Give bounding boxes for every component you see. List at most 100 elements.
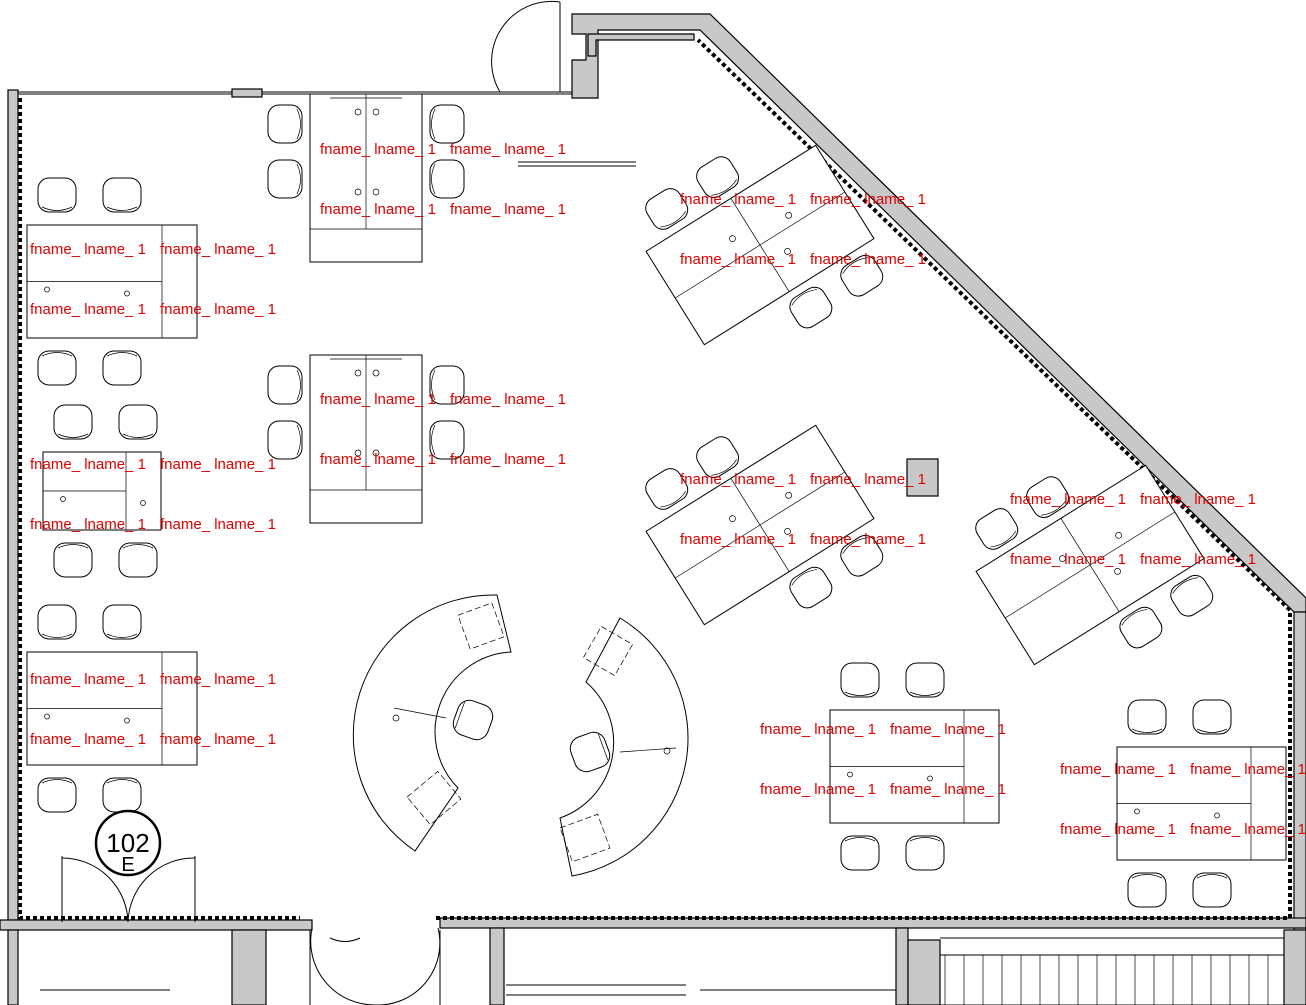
chair — [53, 542, 93, 578]
chair — [645, 188, 689, 230]
chair — [102, 177, 142, 213]
chair — [118, 542, 158, 578]
chair — [645, 468, 689, 510]
seat-label: fname_ lname_ 1 — [890, 721, 1006, 738]
seat-label: fname_ lname_ 1 — [160, 241, 276, 258]
seat-label: fname_ lname_ 1 — [680, 531, 796, 548]
chair — [1192, 872, 1232, 908]
seat-label: fname_ lname_ 1 — [160, 731, 276, 748]
room-boundary — [18, 98, 300, 920]
chair — [102, 777, 142, 813]
lounge-chairs — [452, 699, 611, 773]
seat-label: fname_ lname_ 1 — [810, 531, 926, 548]
seat-label: fname_ lname_ 1 — [810, 191, 926, 208]
seat-label: fname_ lname_ 1 — [1010, 551, 1126, 568]
seat-label: fname_ lname_ 1 — [680, 471, 796, 488]
seat-label: fname_ lname_ 1 — [680, 191, 796, 208]
workstation-w1 — [267, 93, 465, 263]
chair — [1127, 872, 1167, 908]
chair — [1192, 699, 1232, 735]
room-boundary-east — [436, 38, 1292, 920]
seat-label: fname_ lname_ 1 — [1010, 491, 1126, 508]
seat-label: fname_ lname_ 1 — [30, 301, 146, 318]
seat-label: fname_ lname_ 1 — [30, 731, 146, 748]
seat-label: fname_ lname_ 1 — [450, 391, 566, 408]
chair — [267, 365, 303, 405]
seat-label: fname_ lname_ 1 — [1060, 821, 1176, 838]
chair — [429, 159, 465, 199]
seat-label: fname_ lname_ 1 — [680, 251, 796, 268]
chair — [975, 508, 1019, 550]
chair — [102, 604, 142, 640]
workstation-w3 — [267, 354, 465, 524]
furniture — [26, 93, 1287, 908]
chair — [696, 156, 740, 198]
workstation-w5 — [26, 604, 198, 813]
chair — [840, 254, 884, 297]
seat-label: fname_ lname_ 1 — [1190, 821, 1306, 838]
chair — [696, 436, 740, 478]
chair — [840, 534, 884, 577]
chair — [1026, 476, 1070, 518]
curved-desk-east — [559, 617, 689, 877]
chair — [905, 835, 945, 871]
seat-label: fname_ lname_ 1 — [320, 391, 436, 408]
seat-label: fname_ lname_ 1 — [320, 141, 436, 158]
seat-label: fname_ lname_ 1 — [1190, 761, 1306, 778]
seat-label: fname_ lname_ 1 — [160, 301, 276, 318]
chair — [840, 662, 880, 698]
seat-label: fname_ lname_ 1 — [810, 471, 926, 488]
chair — [789, 286, 833, 329]
workstation-w4 — [42, 404, 162, 578]
workstation-w2 — [26, 177, 198, 386]
seat-labels: fname_ lname_ 1 fname_ lname_ 1 fname_ lna… — [30, 141, 1306, 838]
seat-label: fname_ lname_ 1 — [450, 451, 566, 468]
seat-label: fname_ lname_ 1 — [890, 781, 1006, 798]
seat-label: fname_ lname_ 1 — [320, 451, 436, 468]
seat-label: fname_ lname_ 1 — [760, 721, 876, 738]
column — [906, 458, 939, 497]
seat-label: fname_ lname_ 1 — [160, 516, 276, 533]
chair — [429, 104, 465, 144]
seat-label: fname_ lname_ 1 — [450, 141, 566, 158]
seat-label: fname_ lname_ 1 — [160, 456, 276, 473]
chair — [267, 420, 303, 460]
walls — [0, 13, 1306, 1005]
chair — [789, 566, 833, 609]
chair — [1119, 606, 1163, 649]
chair — [37, 350, 77, 386]
workstation-w6 — [645, 144, 884, 346]
chair — [267, 104, 303, 144]
seat-label: fname_ lname_ 1 — [160, 671, 276, 688]
chair — [429, 420, 465, 460]
seat-label: fname_ lname_ 1 — [810, 251, 926, 268]
seat-label: fname_ lname_ 1 — [1140, 551, 1256, 568]
chair — [118, 404, 158, 440]
room-number: 102 — [106, 828, 149, 858]
wall-stripes — [944, 955, 1269, 1005]
doors — [61, 0, 561, 1005]
chair — [429, 365, 465, 405]
workstation-w10 — [1116, 699, 1287, 908]
workstation-w8 — [975, 464, 1214, 666]
seat-label: fname_ lname_ 1 — [320, 201, 436, 218]
seat-label: fname_ lname_ 1 — [1060, 761, 1176, 778]
chair — [53, 404, 93, 440]
seat-label: fname_ lname_ 1 — [30, 671, 146, 688]
chair — [840, 835, 880, 871]
chair — [267, 159, 303, 199]
chair — [37, 604, 77, 640]
chair — [905, 662, 945, 698]
chair — [102, 350, 142, 386]
seat-label: fname_ lname_ 1 — [1140, 491, 1256, 508]
seat-label: fname_ lname_ 1 — [760, 781, 876, 798]
chair — [37, 177, 77, 213]
seat-label: fname_ lname_ 1 — [30, 456, 146, 473]
seat-label: fname_ lname_ 1 — [30, 516, 146, 533]
curved-desk-west — [352, 594, 512, 852]
workstation-w9 — [829, 662, 1000, 871]
chair — [1170, 574, 1214, 617]
seat-label: fname_ lname_ 1 — [450, 201, 566, 218]
seat-label: fname_ lname_ 1 — [30, 241, 146, 258]
